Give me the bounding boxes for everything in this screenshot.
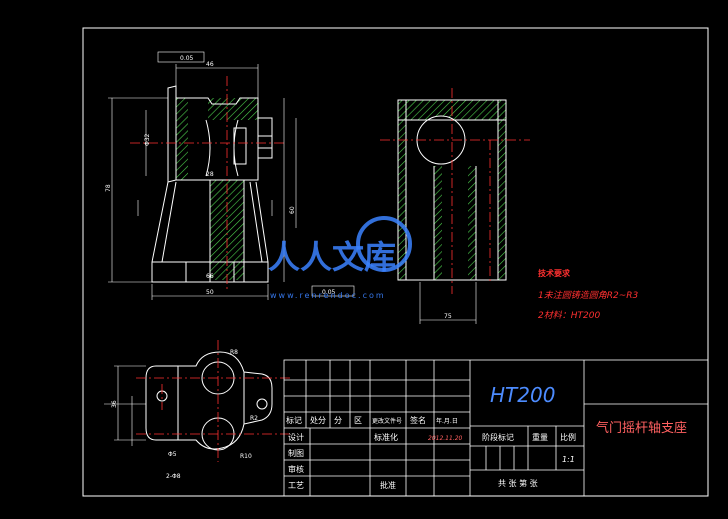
row-standard: 标准化: [374, 432, 398, 442]
tech-line-2: 2材料：HT200: [538, 310, 600, 321]
side-hatch-left: [398, 100, 406, 280]
side-hatch-right: [498, 100, 506, 280]
scale-value: 1:1: [562, 455, 575, 464]
plan-center-lines: [136, 340, 290, 462]
dim-front-height: 78: [105, 184, 112, 192]
dim-front-flange: 28: [206, 171, 214, 178]
col-doc: 更改文件号: [372, 417, 402, 425]
dim-front-width: 46: [206, 61, 214, 68]
title-block: [283, 359, 709, 497]
dim-plan-hole: 2-Φ8: [166, 473, 181, 480]
weight-label: 重量: [532, 432, 548, 442]
title-block-text: HT200 气门摇杆轴支座 标记 处分 分 区 更改文件号 签名 年.月.日 设…: [286, 383, 687, 490]
front-dimensions: [108, 51, 355, 300]
front-center-lines: [130, 76, 286, 292]
sheets-label: 共 张 第 张: [498, 478, 538, 488]
dim-front-small: 66: [206, 273, 214, 280]
watermark-url: www.renrendoc.com: [270, 291, 386, 300]
side-hatch-inner-r: [468, 166, 476, 280]
scale-label: 比例: [560, 432, 576, 442]
part-name: 气门摇杆轴支座: [596, 420, 687, 436]
col-area: 区: [354, 416, 362, 425]
side-hatch-inner-l: [434, 166, 442, 280]
dim-front-tol: 0.05: [180, 55, 194, 62]
material-big: HT200: [490, 383, 555, 407]
row-process: 工艺: [288, 481, 304, 490]
tech-requirements: 技术要求 1未注圆铸造圆角R2~R3 2材料：HT200: [538, 268, 639, 321]
side-dimensions: [419, 282, 477, 324]
dim-plan-r1: R8: [230, 349, 238, 356]
col-zone: 分: [334, 416, 342, 425]
dim-plan-d: Φ5: [168, 451, 177, 458]
plan-dim-text: 36 R8 R2 R10 2-Φ8 Φ5: [111, 349, 258, 480]
watermark: 人人文库 www.renrendoc.com: [268, 216, 412, 300]
watermark-logo: [356, 216, 412, 272]
tech-line-1: 1未注圆铸造圆角R2~R3: [538, 290, 639, 301]
col-sign: 签名: [410, 415, 426, 425]
dim-front-base: 50: [206, 289, 214, 296]
row-draw: 制图: [288, 448, 304, 458]
front-view: [151, 85, 273, 283]
stage-label: 阶段标记: [482, 432, 514, 442]
dim-plan-r2: R2: [250, 415, 258, 422]
col-mark: 标记: [286, 415, 302, 425]
tech-title: 技术要求: [538, 268, 571, 278]
dim-plan-r3: R10: [240, 453, 252, 460]
row-design: 设计: [288, 432, 304, 442]
dim-front-bore: Φ32: [144, 133, 151, 146]
col-date: 年.月.日: [436, 417, 458, 425]
front-hatch-left: [176, 98, 188, 180]
plan-view: [145, 351, 273, 451]
dim-front-tol2: 0.05: [322, 289, 336, 296]
plan-dimensions: [104, 365, 146, 446]
design-date: 2012.11.20: [428, 435, 463, 442]
col-qty: 处分: [310, 415, 326, 425]
front-hatch-top: [208, 98, 258, 120]
row-check: 审核: [288, 464, 304, 474]
side-center-lines: [380, 88, 530, 294]
dim-plan-height: 36: [111, 400, 118, 408]
dim-front-right: 60: [289, 206, 296, 214]
dim-side-width: 75: [444, 313, 452, 320]
row-approve: 批准: [380, 480, 396, 490]
watermark-brand: 人人文库: [268, 238, 396, 276]
front-dim-text: 46 0.05 Φ32 78 50 28 60 66 0.05: [105, 55, 336, 296]
plan-hole-right: [256, 398, 268, 410]
